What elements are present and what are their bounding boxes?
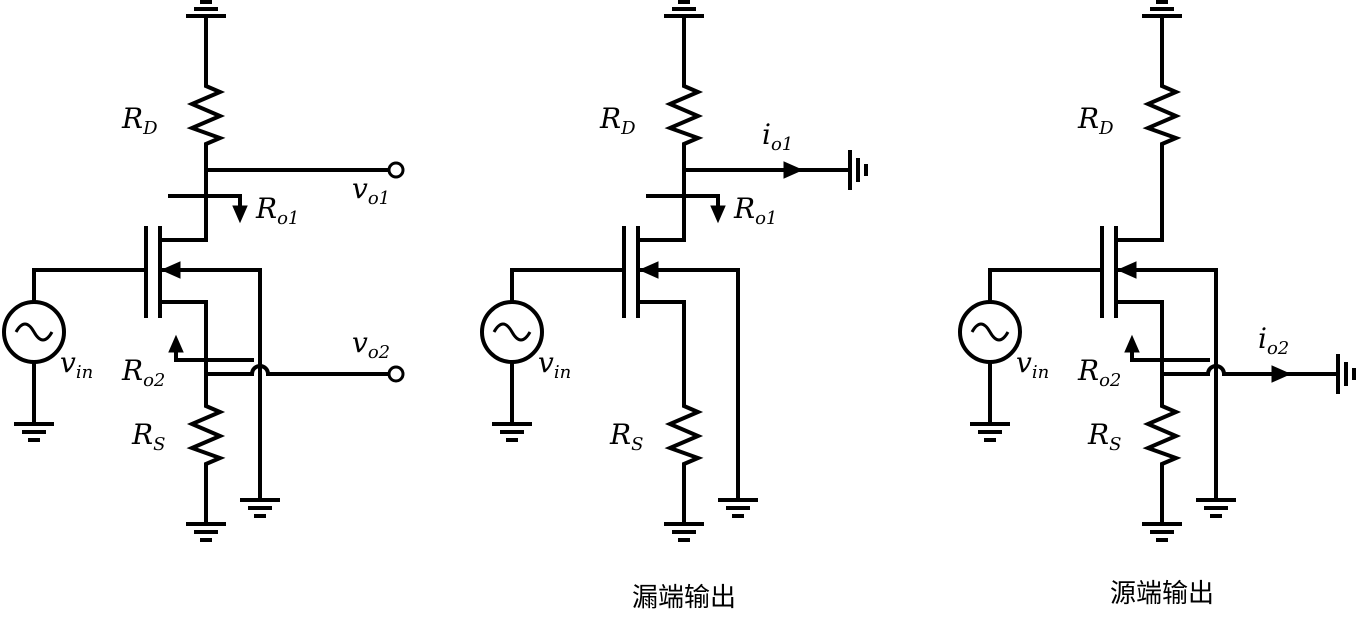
out1-label-main: i [762, 118, 771, 151]
vin-label: vin [538, 346, 571, 383]
out2-label: vo2 [352, 326, 390, 363]
vin-label-main: v [1016, 346, 1032, 379]
rd-label-main: R [599, 102, 621, 135]
rs-label-sub: S [631, 434, 643, 455]
caption-source-output: 源端输出 [1110, 579, 1214, 609]
ground-symbol [14, 410, 54, 442]
ro2-label: Ro2 [1077, 354, 1121, 391]
out1-label-sub: o1 [368, 188, 390, 209]
body-arrow [1116, 261, 1137, 279]
rs-resistor [1146, 398, 1178, 468]
rd-label-sub: D [1098, 118, 1114, 139]
sine-glyph [492, 322, 532, 342]
vin-label-main: v [538, 346, 554, 379]
out2-label-main: i [1258, 322, 1267, 355]
rd-label-sub: D [620, 118, 636, 139]
ro1-label: Ro1 [733, 192, 777, 229]
ground-symbol [664, 510, 704, 542]
rd-label: RD [1077, 102, 1114, 139]
rd-label-sub: D [142, 118, 158, 139]
sine-glyph [970, 322, 1010, 342]
ro2-arrowhead [1124, 334, 1140, 353]
rd-resistor [190, 78, 222, 148]
ground-symbol [718, 486, 758, 518]
vin-label: vin [1016, 346, 1049, 383]
supply-symbol [1142, 0, 1182, 24]
io2-arrowhead [1271, 365, 1292, 383]
out1-label: vo1 [352, 172, 390, 209]
ro1-arrowhead [710, 205, 726, 224]
rs-label-main: R [1087, 418, 1109, 451]
out1-label: io1 [762, 118, 793, 155]
out1-label-main: v [352, 172, 368, 205]
rs-label: RS [609, 418, 643, 455]
ground-symbol [186, 510, 226, 542]
supply-symbol [186, 0, 226, 24]
gate-wire [510, 268, 626, 302]
rs-label: RS [1087, 418, 1121, 455]
rd-label: RD [121, 102, 158, 139]
ro2-label-main: R [121, 354, 143, 387]
out2-label-main: v [352, 326, 368, 359]
out2-label-sub: o2 [368, 342, 390, 363]
ro1-label-sub: o1 [755, 208, 777, 229]
out1-label-sub: o1 [771, 134, 793, 155]
gate-wire [988, 268, 1104, 302]
ground-symbol [1336, 354, 1356, 394]
rd-label: RD [599, 102, 636, 139]
rd-resistor [668, 78, 700, 148]
vin-label: vin [60, 346, 93, 383]
vin-label-sub: in [76, 362, 93, 383]
ground-symbol [1196, 486, 1236, 518]
supply-symbol [664, 0, 704, 24]
out1-terminal [387, 161, 405, 179]
ro2-label-sub: o2 [1099, 370, 1121, 391]
out2-label-sub: o2 [1267, 338, 1289, 359]
rd-label-main: R [121, 102, 143, 135]
ro1-label-main: R [255, 192, 277, 225]
vin-label-sub: in [1032, 362, 1049, 383]
ground-symbol [492, 410, 532, 442]
out2-label: io2 [1258, 322, 1289, 359]
body-arrow [638, 261, 659, 279]
rs-resistor [668, 398, 700, 468]
ground-symbol [848, 150, 868, 190]
rs-label: RS [131, 418, 165, 455]
ro1-label-sub: o1 [277, 208, 299, 229]
vin-label-sub: in [554, 362, 571, 383]
ro1-arrow-bend [234, 194, 242, 212]
wire-hop [1205, 364, 1227, 377]
rd-label-main: R [1077, 102, 1099, 135]
caption-drain-output: 漏端输出 [632, 583, 736, 613]
ro1-label-main: R [733, 192, 755, 225]
rs-label-sub: S [1109, 434, 1121, 455]
ground-symbol [240, 486, 280, 518]
vin-label-main: v [60, 346, 76, 379]
rs-label-main: R [609, 418, 631, 451]
ground-symbol [970, 410, 1010, 442]
rs-label-main: R [131, 418, 153, 451]
ro2-label-main: R [1077, 354, 1099, 387]
ground-symbol [1142, 510, 1182, 542]
ro1-arrow-bend [712, 194, 720, 212]
io1-arrowhead [783, 161, 804, 179]
ro1-label: Ro1 [255, 192, 299, 229]
rs-label-sub: S [153, 434, 165, 455]
sine-glyph [14, 322, 54, 342]
ro1-arrowhead [232, 205, 248, 224]
body-arrow [160, 261, 181, 279]
rd-resistor [1146, 78, 1178, 148]
ro2-arrowhead [168, 334, 184, 353]
out2-terminal [387, 365, 405, 383]
wire-hop [249, 364, 271, 377]
rs-resistor [190, 398, 222, 468]
ro2-label-sub: o2 [143, 370, 165, 391]
gate-wire [32, 268, 148, 302]
ro2-label: Ro2 [121, 354, 165, 391]
